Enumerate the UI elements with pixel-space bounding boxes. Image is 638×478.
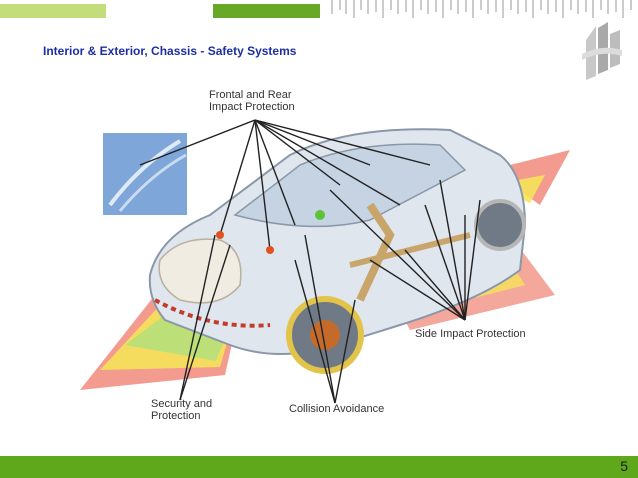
vehicle-safety-illustration — [80, 119, 570, 404]
label-side-impact: Side Impact Protection — [415, 328, 526, 340]
company-logo-icon — [582, 22, 622, 80]
label-security-protection: Security and Protection — [151, 398, 213, 422]
header-accent-bar-light — [0, 4, 106, 18]
rear-sensor-zone — [490, 150, 570, 205]
label-frontal-rear-impact: Frontal and Rear Impact Protection — [209, 89, 295, 113]
header-accent-bar-dark — [213, 4, 320, 18]
footer-bar: 5 — [0, 456, 638, 478]
header-ruler-decoration — [331, 0, 632, 18]
page-number: 5 — [620, 458, 628, 474]
rear-wheel — [474, 199, 526, 251]
slide-title: Interior & Exterior, Chassis - Safety Sy… — [43, 44, 297, 58]
label-collision-avoidance: Collision Avoidance — [289, 403, 385, 415]
